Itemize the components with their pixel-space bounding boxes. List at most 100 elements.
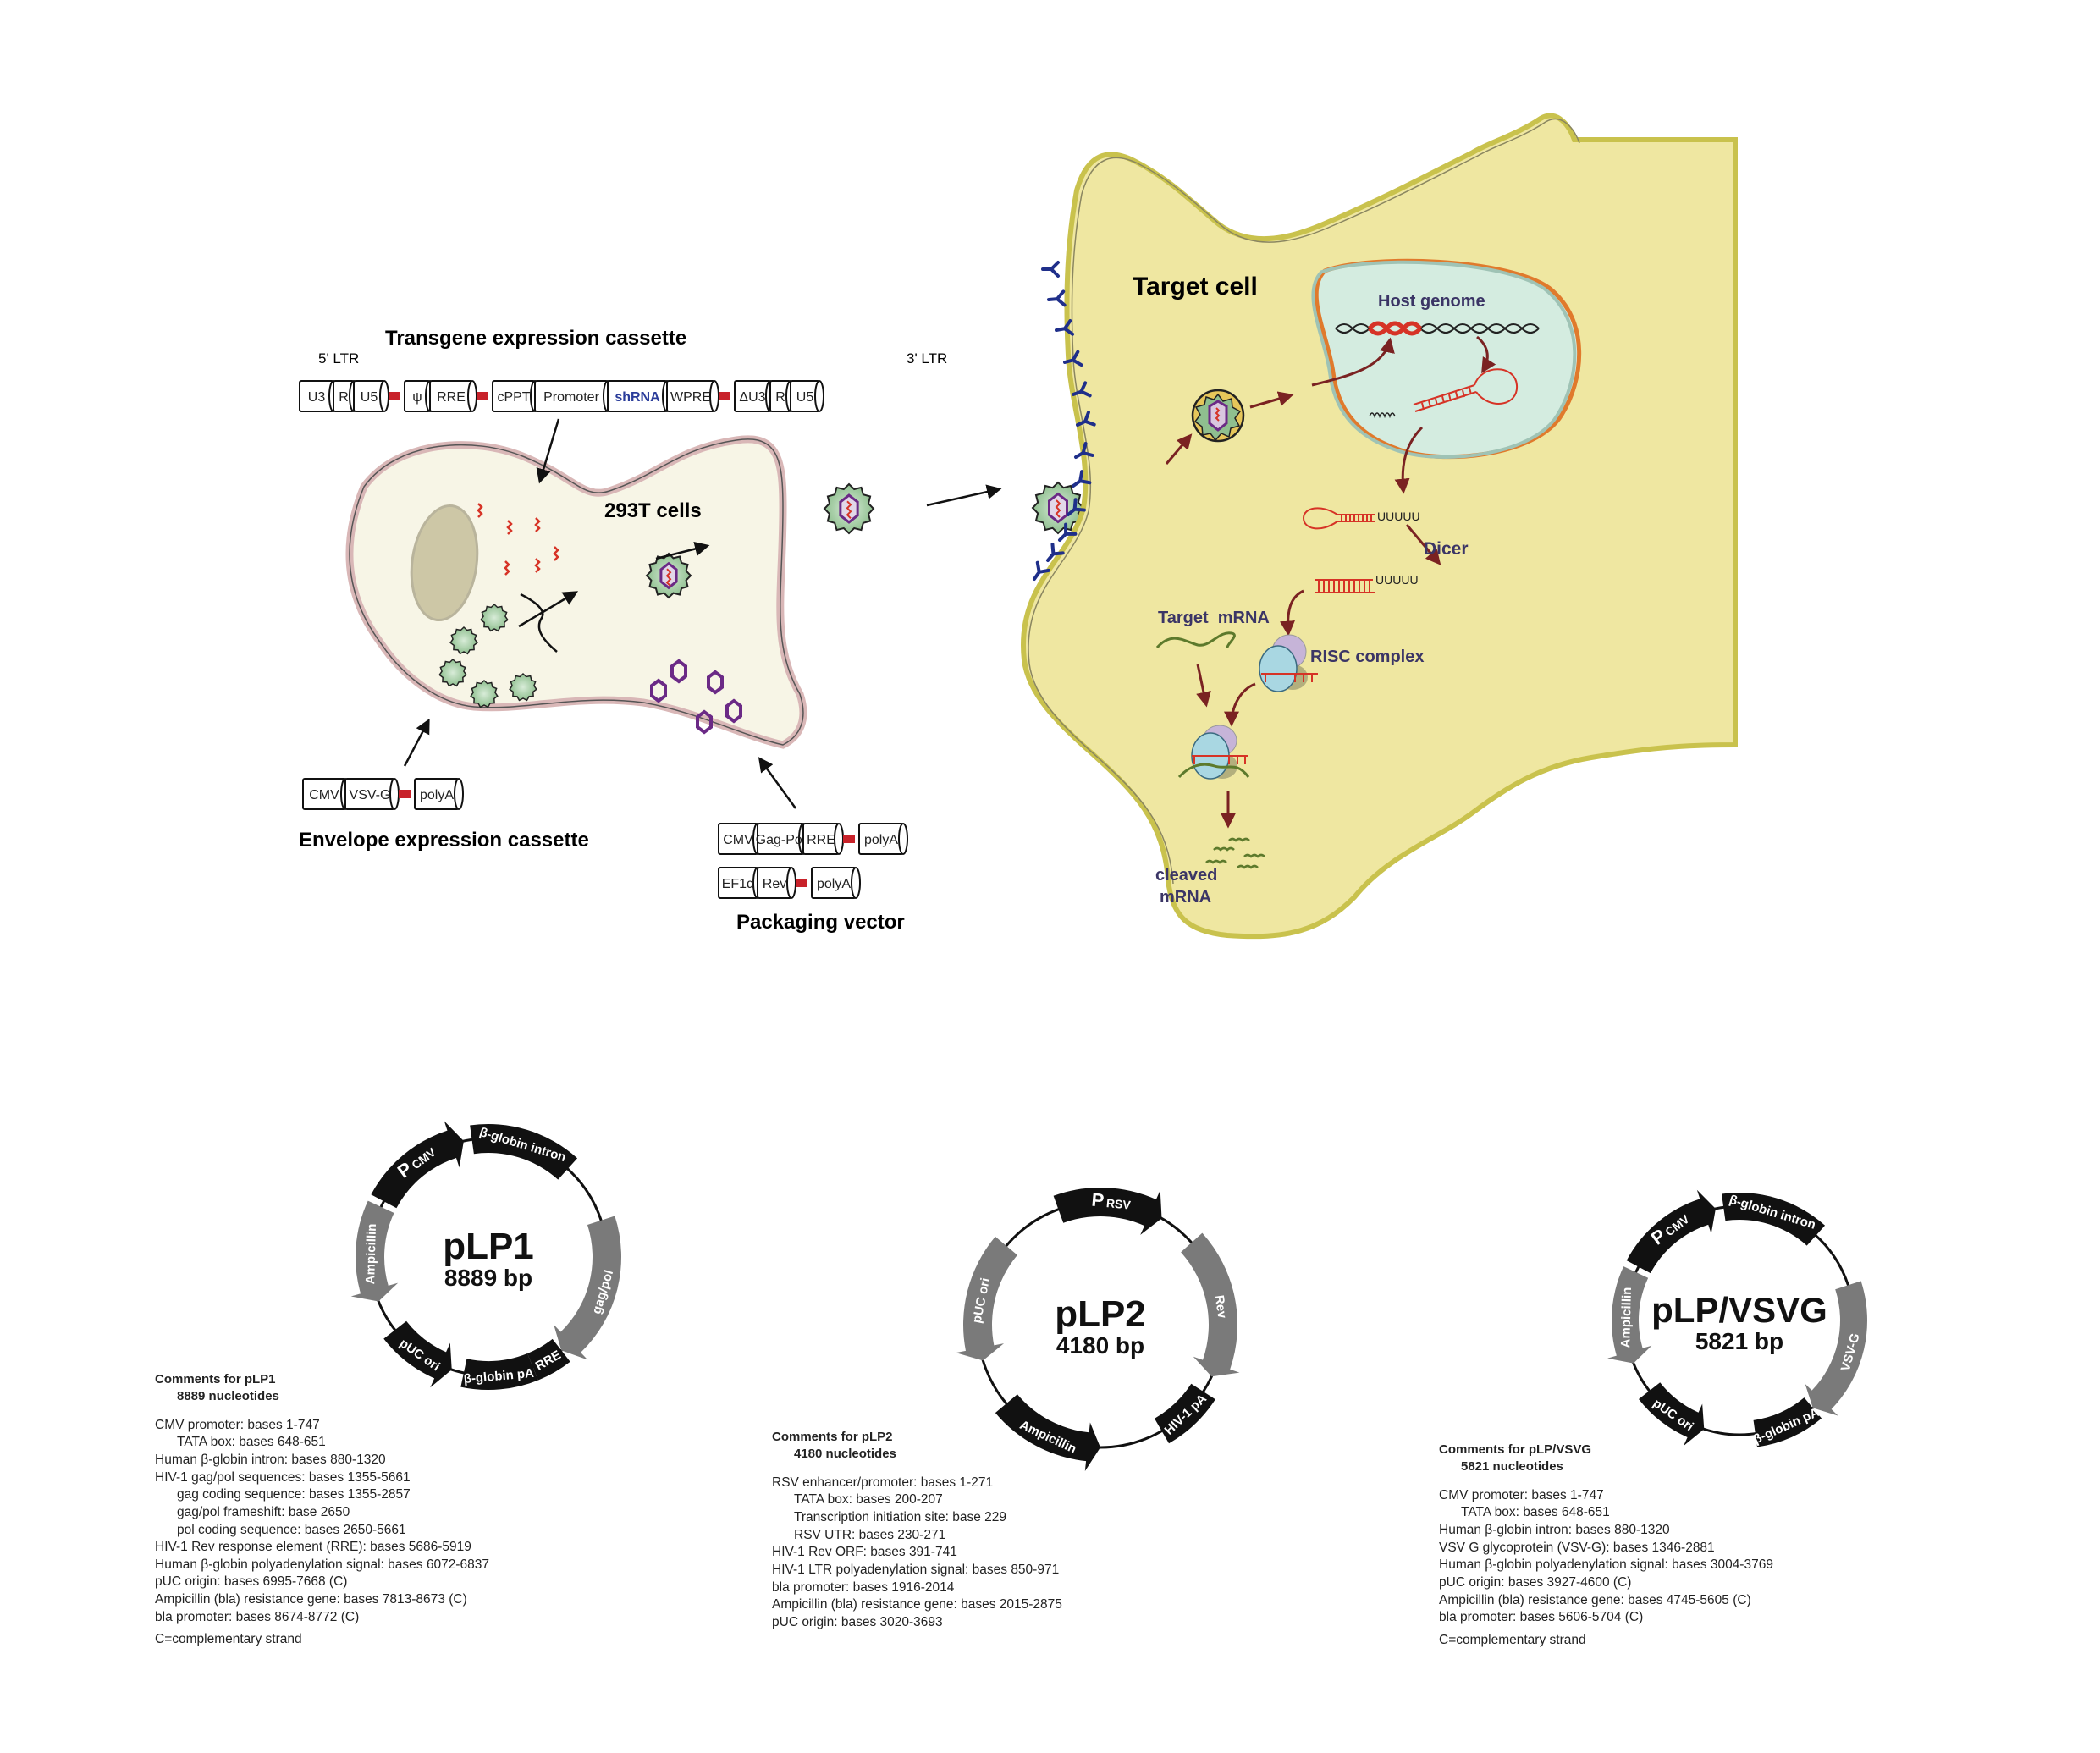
ltr5-label: 5' LTR xyxy=(318,350,359,367)
cassette-segment-label: RRE xyxy=(807,833,835,847)
cassette-segment: WPRE xyxy=(666,380,719,412)
cassette-segment: U5 xyxy=(353,380,389,412)
cassette-segment-label: polyA xyxy=(864,833,898,847)
comment-line: gag coding sequence: bases 1355-2857 xyxy=(177,1487,411,1502)
comments-title: Comments for pLP2 xyxy=(772,1430,893,1444)
comment-line: CMV promoter: bases 1-747 xyxy=(155,1417,320,1432)
cassette-segment-label: U5 xyxy=(361,390,378,405)
plasmid-feature-label: Rev xyxy=(1211,1294,1229,1320)
capsid xyxy=(670,659,687,684)
plasmid-feature xyxy=(460,1353,538,1391)
cassette-segment-label: ΔU3 xyxy=(739,390,765,405)
cassette-segment-label: VSV-G xyxy=(350,788,391,802)
plasmid-feature-label: PRSV xyxy=(1091,1189,1133,1214)
plasmid-name: pLP/VSVG xyxy=(1651,1290,1827,1330)
target-mrna-strand xyxy=(1155,631,1236,649)
comments-subtitle: 8889 nucleotides xyxy=(177,1388,279,1403)
cassette-segment-label: U3 xyxy=(308,390,326,405)
envelope-particle xyxy=(470,679,499,708)
linker xyxy=(843,835,855,843)
cassette-segment-label: WPRE xyxy=(670,390,711,405)
comment-line: bla promoter: bases 8674-8772 (C) xyxy=(155,1609,360,1624)
cassette-segment-label: R xyxy=(339,390,349,405)
assembly-arrow xyxy=(518,591,579,653)
target-cell-label: Target cell xyxy=(1133,273,1258,300)
arrow-to-target xyxy=(926,484,1002,507)
comment-line: Human β-globin polyadenylation signal: b… xyxy=(1439,1557,1773,1573)
envelope-particle xyxy=(449,626,478,655)
envelope-title: Envelope expression cassette xyxy=(299,829,589,852)
receptor xyxy=(1047,289,1067,307)
comments-subtitle: 4180 nucleotides xyxy=(794,1446,896,1461)
plasmid-feature xyxy=(1155,1383,1215,1444)
receptor xyxy=(1063,350,1083,367)
cassette-segment-label: Promoter xyxy=(543,390,599,405)
ltr3-label: 3' LTR xyxy=(907,350,947,367)
capsid-group xyxy=(650,659,742,735)
comment-line: HIV-1 gag/pol sequences: bases 1355-5661 xyxy=(155,1469,411,1485)
plasmid-feature xyxy=(1639,1382,1705,1447)
cassette-segment-label: EF1α xyxy=(722,877,755,891)
comments-subtitle: 5821 nucleotides xyxy=(1461,1458,1563,1474)
risc-complex-label: RISC complex xyxy=(1310,648,1424,666)
envelope-particle xyxy=(480,603,509,632)
plasmid-feature xyxy=(1053,1188,1162,1235)
cassette-segment-label: Gag-Pol xyxy=(756,833,806,847)
receptor xyxy=(1067,498,1086,516)
dicer-label: Dicer xyxy=(1424,539,1469,559)
plasmid-feature xyxy=(1753,1397,1822,1447)
cassette-segment: cPPT xyxy=(492,380,540,412)
receptor xyxy=(1046,543,1065,562)
arrow-transcription xyxy=(1476,335,1496,374)
receptor xyxy=(1041,261,1060,278)
plasmid-feature xyxy=(1721,1192,1826,1246)
comments-title: Comments for pLP/VSVG xyxy=(1439,1442,1592,1457)
cassette-segment: polyA xyxy=(858,823,908,855)
receptor xyxy=(1055,318,1075,336)
arrow-fusion xyxy=(1165,433,1193,465)
plasmid-size: 5821 bp xyxy=(1695,1328,1783,1354)
virion-group xyxy=(645,481,1085,599)
linker xyxy=(399,790,411,798)
plasmid-feature-label: Ampicillin xyxy=(1618,1287,1634,1348)
plasmid-feature xyxy=(383,1320,452,1388)
viral-rna xyxy=(534,558,541,573)
viral-rna xyxy=(506,520,513,535)
plasmid-comments-plp2: Comments for pLP2 4180 nucleotides RSV e… xyxy=(772,1429,1062,1631)
exported-shrna xyxy=(1302,507,1375,530)
comment-line: gag/pol frameshift: base 2650 xyxy=(177,1504,350,1519)
cassette-segment: polyA xyxy=(414,778,464,810)
arrow-uncoating xyxy=(1249,391,1294,409)
arrow-transgene-to-cell xyxy=(536,418,560,484)
comments-note: C=complementary strand xyxy=(1439,1632,1586,1647)
comment-line: TATA box: bases 648-651 xyxy=(177,1435,326,1450)
host-genome-label: Host genome xyxy=(1378,292,1485,311)
plasmid-feature xyxy=(1626,1189,1716,1274)
receptor xyxy=(1072,470,1092,488)
integrated-provirus xyxy=(1368,321,1422,336)
cleaved-label: cleaved xyxy=(1155,866,1217,885)
linker xyxy=(796,879,807,887)
plasmid-feature xyxy=(554,1216,621,1360)
envelope-particle xyxy=(509,672,537,702)
receptor xyxy=(1058,522,1078,542)
plasmid-feature-label: Ampicillin xyxy=(363,1223,379,1284)
cassette-segment-label: Rev xyxy=(763,877,786,891)
cassette-segment: U5 xyxy=(790,380,824,412)
arrow-mrna-down xyxy=(1196,664,1211,708)
sirna-duplex xyxy=(1315,579,1375,593)
cassette-segment-label: R xyxy=(775,390,785,405)
receptor-group xyxy=(1033,261,1096,581)
comment-line: HIV-1 LTR polyadenylation signal: bases … xyxy=(772,1562,1060,1577)
comment-line: CMV promoter: bases 1-747 xyxy=(1439,1487,1604,1502)
plasmid-feature xyxy=(1181,1232,1240,1377)
cassette-segment: RRE xyxy=(802,823,844,855)
cassette-segment-label: CMV xyxy=(723,833,753,847)
cassette-segment-label: polyA xyxy=(420,788,454,802)
receptor xyxy=(1076,411,1096,427)
